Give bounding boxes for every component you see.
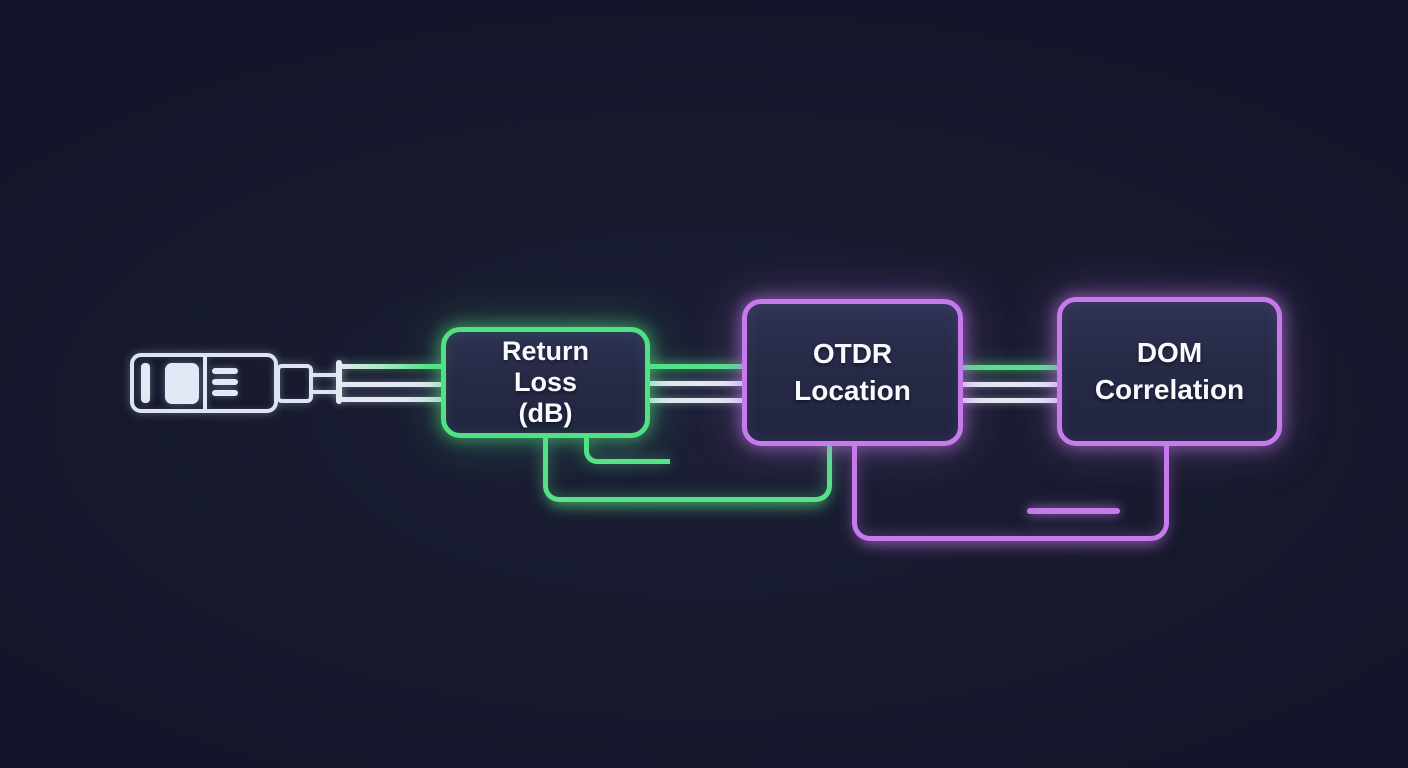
connector-led-bar bbox=[141, 363, 150, 403]
node-return-loss-line-1: Return bbox=[502, 335, 589, 366]
strand-connector-to-returnloss-white-2 bbox=[340, 397, 446, 402]
strand-returnloss-to-otdr-green bbox=[646, 364, 747, 369]
connector-label-bar-2 bbox=[212, 379, 238, 385]
node-return-loss-line-2: Loss bbox=[513, 366, 578, 397]
connector-label-bar-3 bbox=[212, 390, 238, 396]
node-dom-correlation-label: DOM Correlation bbox=[1062, 335, 1277, 408]
bottom-stub-returnloss bbox=[584, 438, 670, 464]
strand-connector-to-returnloss-green bbox=[340, 364, 446, 369]
bottom-loop-returnloss-to-otdr bbox=[543, 438, 832, 502]
node-otdr-line-1: OTDR bbox=[812, 338, 893, 370]
bottom-loop-otdr-to-dom bbox=[852, 446, 1169, 541]
connector-window bbox=[165, 363, 199, 404]
node-dom-line-1: DOM bbox=[1136, 337, 1203, 369]
connector-ferrule-tip bbox=[276, 364, 313, 403]
node-dom-correlation: DOM Correlation bbox=[1057, 297, 1282, 446]
node-dom-line-2: Correlation bbox=[1094, 373, 1245, 405]
floating-dash-purple bbox=[1027, 508, 1120, 514]
strand-returnloss-to-otdr-white-1 bbox=[646, 381, 747, 386]
strand-otdr-to-dom-white-1 bbox=[959, 382, 1062, 387]
node-otdr-location-label: OTDR Location bbox=[747, 336, 958, 409]
strand-connector-to-returnloss-white-1 bbox=[340, 382, 446, 387]
node-return-loss-label: Return Loss (dB) bbox=[446, 336, 645, 430]
strand-otdr-to-dom-green bbox=[959, 365, 1062, 370]
node-return-loss-line-3: (dB) bbox=[518, 398, 573, 429]
connector-label-bar-1 bbox=[212, 368, 238, 374]
connector-neck-top bbox=[310, 373, 342, 377]
node-otdr-location: OTDR Location bbox=[742, 299, 963, 446]
strand-returnloss-to-otdr-white-2 bbox=[646, 398, 747, 403]
strand-otdr-to-dom-white-2 bbox=[959, 398, 1062, 403]
node-return-loss: Return Loss (dB) bbox=[441, 327, 650, 438]
node-otdr-line-2: Location bbox=[794, 374, 911, 406]
connector-neck-bottom bbox=[310, 390, 342, 394]
cable-boot bbox=[336, 360, 342, 404]
connector-divider bbox=[203, 356, 207, 410]
